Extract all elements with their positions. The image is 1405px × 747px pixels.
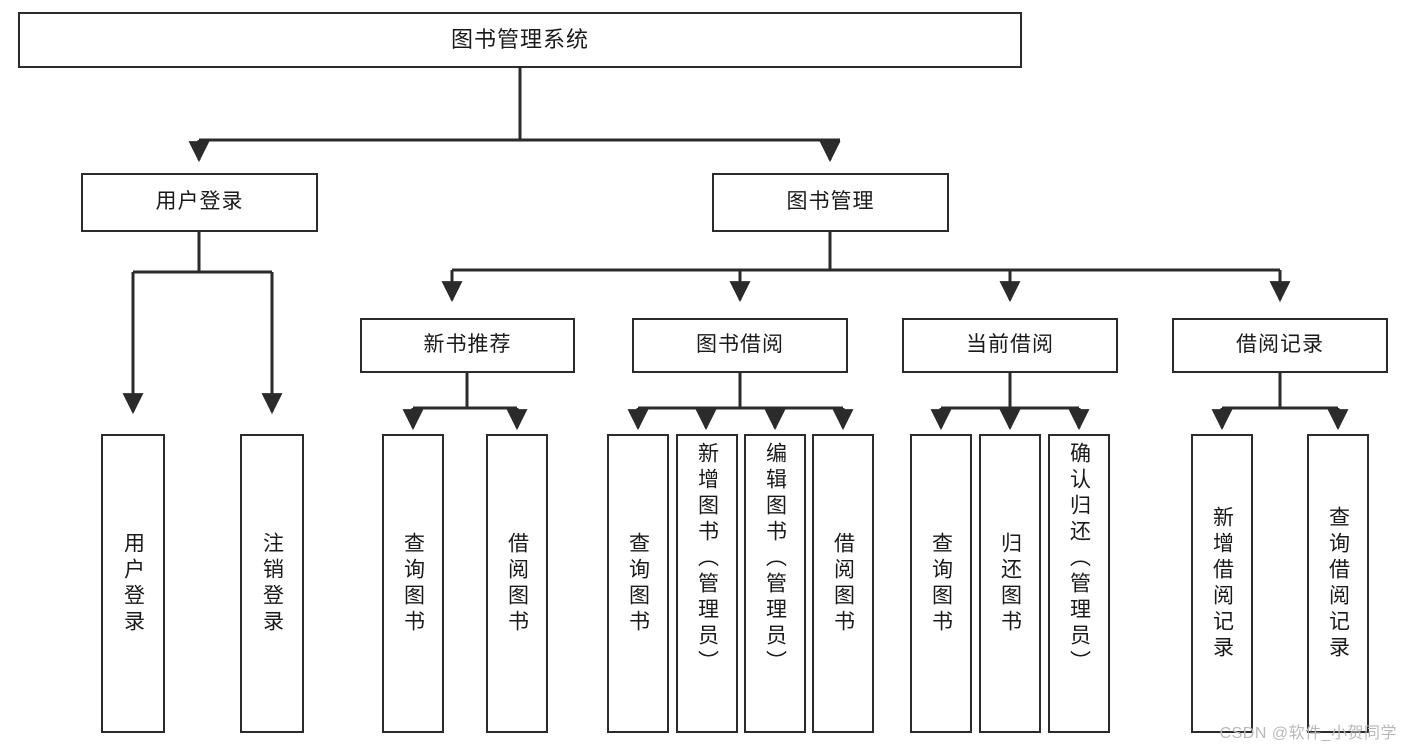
node-leaf-query-book-2-label: 查询图书 [626, 531, 650, 636]
node-book-borrow[interactable]: 图书借阅 [632, 318, 848, 373]
node-leaf-user-login-label: 用户登录 [121, 531, 145, 636]
node-leaf-add-record[interactable]: 新增借阅记录 [1191, 434, 1253, 733]
node-current-borrow[interactable]: 当前借阅 [902, 318, 1118, 373]
node-new-book-rec-label: 新书推荐 [423, 333, 512, 357]
node-leaf-borrow-book-1-label: 借阅图书 [505, 531, 529, 636]
node-book-manage-label: 图书管理 [786, 190, 875, 214]
node-leaf-query-book-3[interactable]: 查询图书 [910, 434, 972, 733]
watermark-text: CSDN @软件_小贺同学 [1219, 725, 1397, 742]
node-leaf-logout-label: 注销登录 [260, 531, 284, 636]
node-leaf-edit-book-label: 编辑图书（管理员） [763, 442, 787, 676]
node-book-manage[interactable]: 图书管理 [712, 173, 949, 232]
node-leaf-return-book[interactable]: 归还图书 [979, 434, 1041, 733]
node-user-login[interactable]: 用户登录 [81, 173, 318, 232]
node-user-login-label: 用户登录 [155, 190, 244, 214]
node-leaf-logout[interactable]: 注销登录 [240, 434, 304, 733]
node-book-borrow-label: 图书借阅 [696, 333, 784, 357]
node-root-system[interactable]: 图书管理系统 [18, 12, 1022, 68]
node-current-borrow-label: 当前借阅 [966, 333, 1054, 357]
node-borrow-record[interactable]: 借阅记录 [1172, 318, 1388, 373]
node-leaf-query-book-1-label: 查询图书 [401, 531, 425, 636]
node-leaf-add-record-label: 新增借阅记录 [1210, 505, 1234, 662]
node-leaf-query-book-1[interactable]: 查询图书 [382, 434, 444, 733]
node-borrow-record-label: 借阅记录 [1236, 333, 1324, 357]
node-leaf-borrow-book-1[interactable]: 借阅图书 [486, 434, 548, 733]
node-new-book-rec[interactable]: 新书推荐 [360, 318, 575, 373]
node-root-system-label: 图书管理系统 [450, 27, 589, 53]
node-leaf-return-book-label: 归还图书 [998, 531, 1022, 636]
node-leaf-user-login[interactable]: 用户登录 [101, 434, 165, 733]
node-leaf-confirm-return-label: 确认归还（管理员） [1067, 442, 1091, 676]
node-leaf-borrow-book-2-label: 借阅图书 [831, 531, 855, 636]
node-leaf-confirm-return[interactable]: 确认归还（管理员） [1048, 434, 1110, 733]
node-leaf-add-book-label: 新增图书（管理员） [695, 442, 719, 676]
node-leaf-query-record[interactable]: 查询借阅记录 [1307, 434, 1369, 733]
node-leaf-query-record-label: 查询借阅记录 [1326, 505, 1350, 662]
node-leaf-edit-book[interactable]: 编辑图书（管理员） [744, 434, 806, 733]
node-leaf-borrow-book-2[interactable]: 借阅图书 [812, 434, 874, 733]
node-leaf-query-book-3-label: 查询图书 [929, 531, 953, 636]
node-leaf-query-book-2[interactable]: 查询图书 [607, 434, 669, 733]
node-leaf-add-book[interactable]: 新增图书（管理员） [676, 434, 738, 733]
